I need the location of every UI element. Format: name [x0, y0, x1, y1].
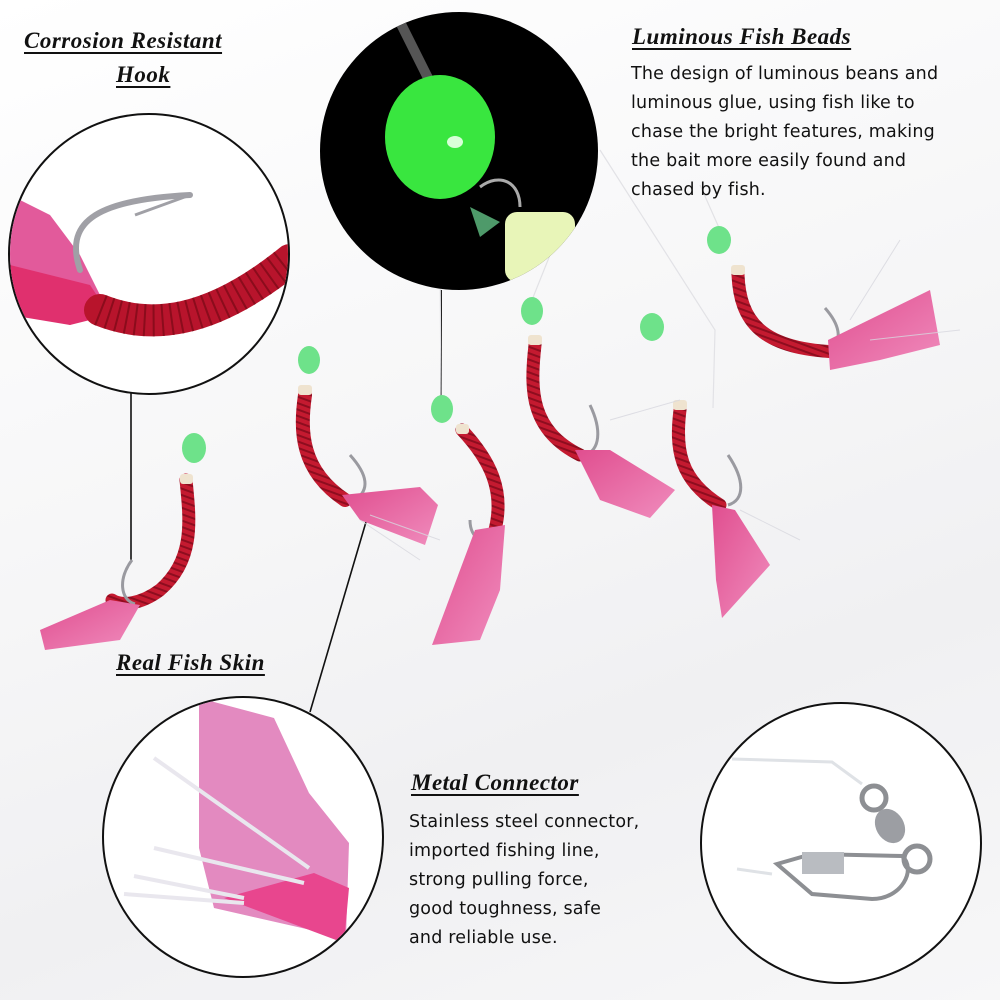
hook-closeup-circle	[8, 113, 290, 395]
fish-skin-circle	[102, 696, 384, 978]
hook-title-line1: Corrosion Resistant	[24, 28, 223, 53]
fish-skin-icon	[123, 698, 349, 943]
beads-description: The design of luminous beans and luminou…	[631, 64, 939, 200]
metal-connector-circle	[700, 702, 982, 984]
hook-title-line2: Hook	[116, 62, 171, 87]
swivel-snap-icon	[731, 757, 933, 902]
beads-title: Luminous Fish Beads	[632, 24, 852, 49]
glowing-bead-icon	[385, 19, 575, 282]
hook-closeup-icon	[10, 192, 288, 337]
lure-4	[521, 297, 675, 518]
glowing-bead-circle	[320, 12, 598, 290]
connector-title: Metal Connector	[411, 770, 579, 795]
lure-2	[295, 346, 438, 545]
lure-6	[707, 226, 940, 370]
connector-description: Stainless steel connector, imported fish…	[409, 812, 640, 948]
lure-1	[40, 433, 206, 650]
skin-title: Real Fish Skin	[116, 650, 265, 675]
lure-5	[640, 313, 770, 618]
lure-3	[431, 395, 505, 645]
